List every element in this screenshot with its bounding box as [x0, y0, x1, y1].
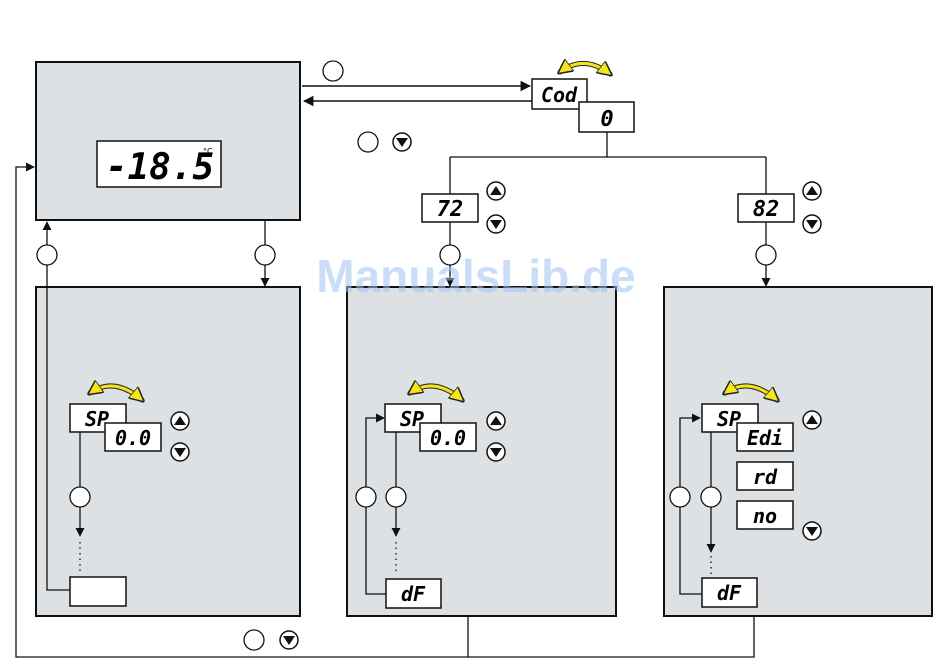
watermark: ManualsLib.de [316, 250, 635, 302]
up-arrow-icon [487, 182, 505, 200]
set-key-icon [756, 245, 776, 265]
panel-3-option-2: rd [753, 465, 778, 489]
temperature-value: -18.5 [106, 147, 214, 188]
code-72-value: 72 [437, 197, 464, 222]
panel-3-last: dF [717, 581, 742, 605]
set-key-icon [701, 487, 721, 507]
panel-3-option-3: no [753, 504, 777, 528]
up-arrow-icon [171, 412, 189, 430]
down-arrow-icon [171, 443, 189, 461]
set-key-icon [255, 245, 275, 265]
set-key-icon [386, 487, 406, 507]
down-arrow-icon [803, 522, 821, 540]
panel-3 [664, 287, 932, 616]
down-arrow-icon [280, 631, 298, 649]
panel-1-value: 0.0 [115, 426, 151, 450]
set-key-icon [70, 487, 90, 507]
up-arrow-icon [803, 182, 821, 200]
code-value: 0 [600, 107, 613, 132]
set-key-icon [356, 487, 376, 507]
down-arrow-icon [393, 133, 411, 151]
set-key-icon [244, 630, 264, 650]
set-key-icon [358, 132, 378, 152]
panel-2-last: dF [401, 582, 426, 606]
panel-2-value: 0.0 [430, 426, 466, 450]
code-82-value: 82 [753, 197, 780, 222]
down-arrow-icon [487, 443, 505, 461]
down-arrow-icon [487, 215, 505, 233]
up-arrow-icon [803, 411, 821, 429]
set-key-icon [670, 487, 690, 507]
temperature-unit: °C [203, 147, 213, 156]
set-key-icon [37, 245, 57, 265]
set-key-icon [323, 61, 343, 81]
panel-1-last-lcd [70, 577, 126, 606]
up-arrow-icon [487, 412, 505, 430]
down-arrow-icon [803, 215, 821, 233]
code-label: Cod [541, 83, 578, 107]
panel-1 [36, 287, 300, 616]
panel-2 [347, 287, 616, 616]
panel-3-option-1: Edi [747, 426, 783, 450]
